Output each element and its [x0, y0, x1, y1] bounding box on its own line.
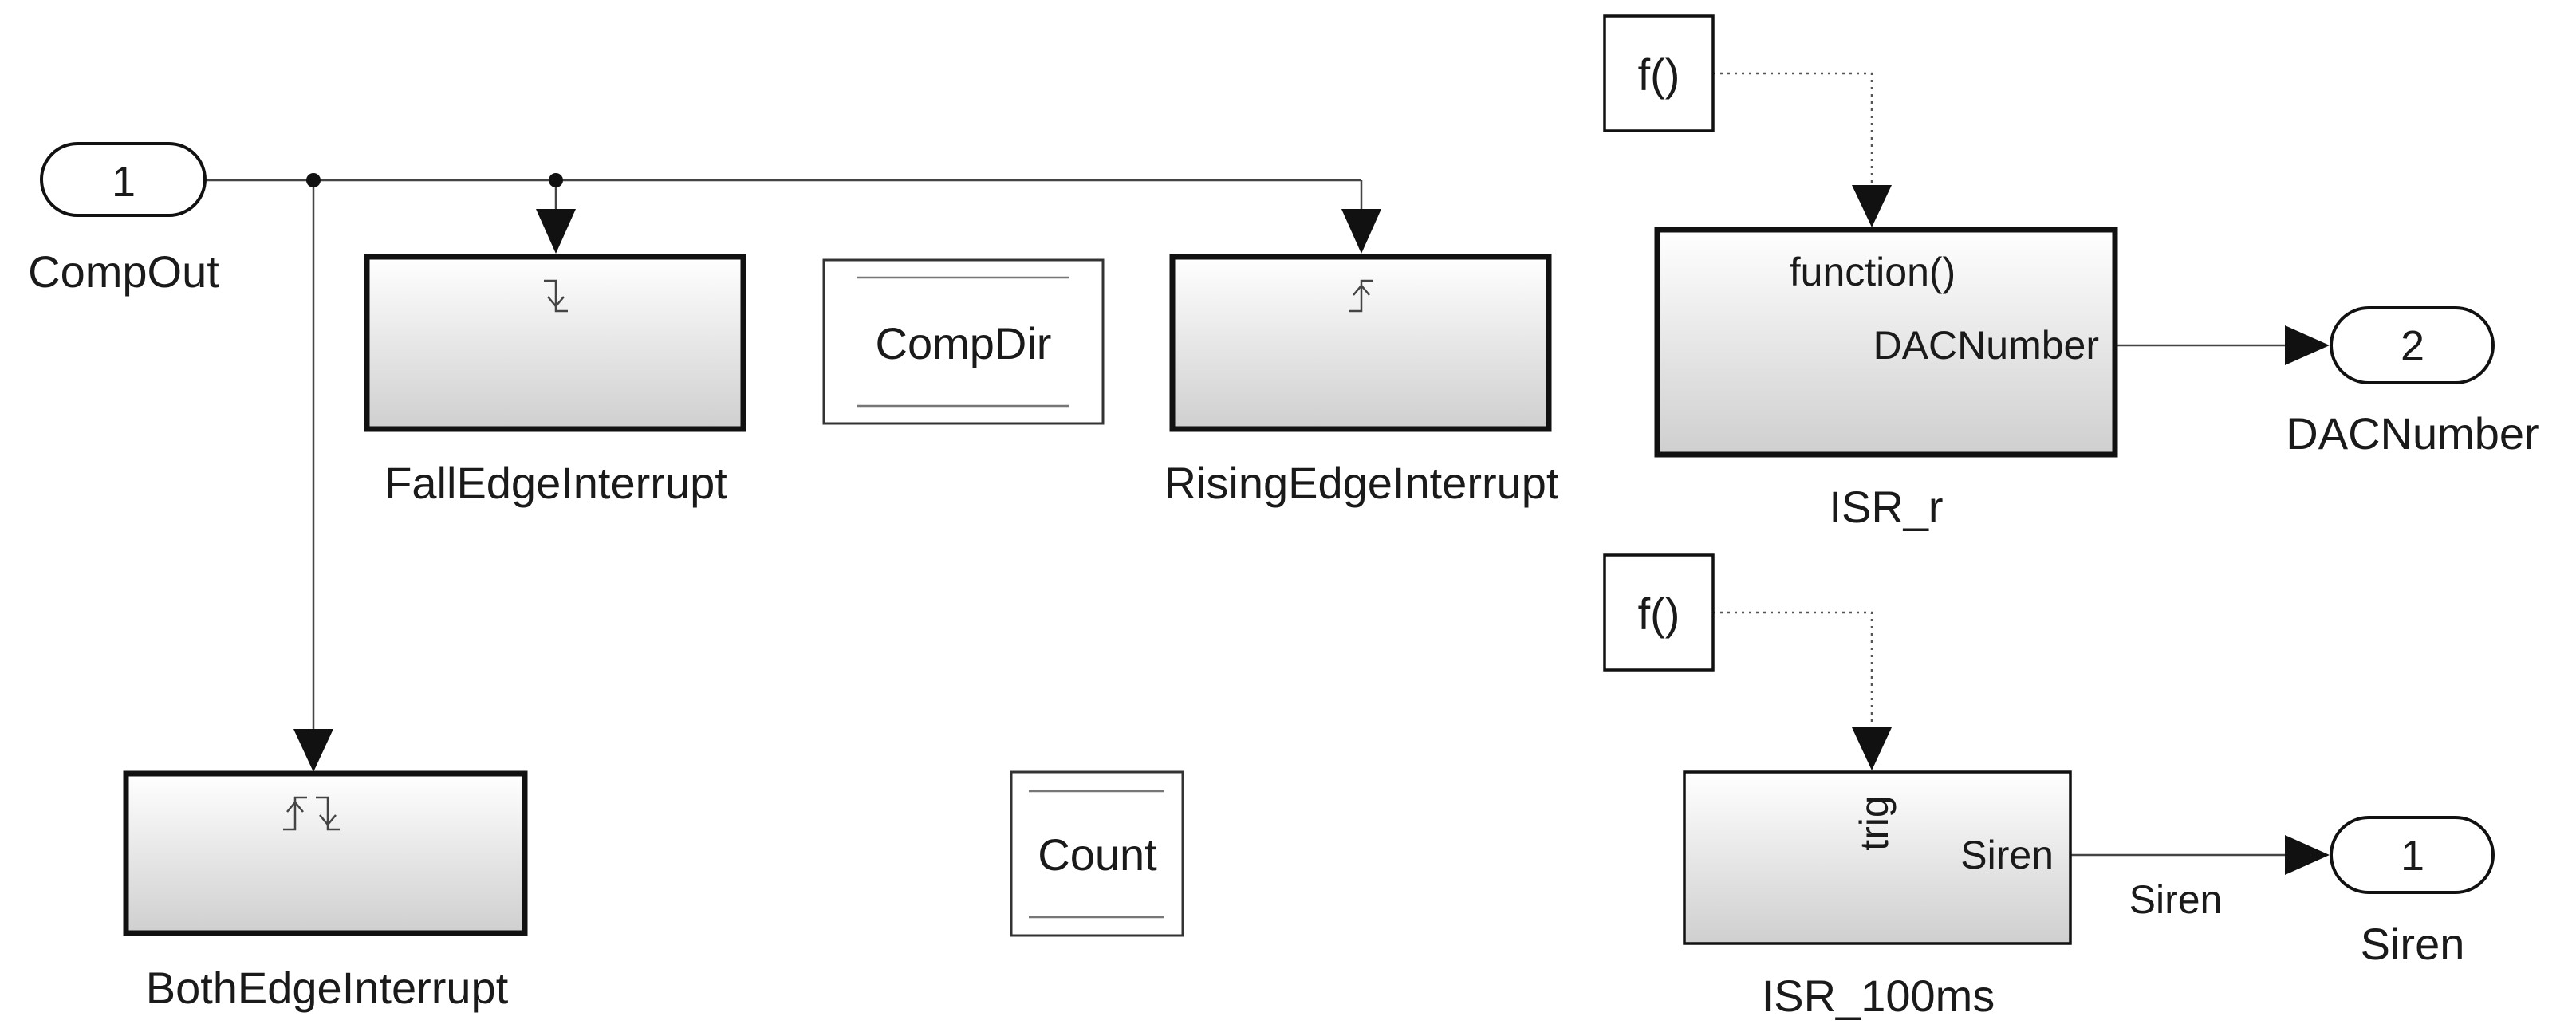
- fcall-100ms-wire[interactable]: [1713, 611, 1873, 727]
- inport-shape[interactable]: [40, 142, 207, 217]
- output-port-label: DACNumber: [1873, 323, 2099, 368]
- arrowheads: [293, 185, 2330, 875]
- block-label: RisingEdgeInterrupt: [1164, 458, 1559, 508]
- block-label: ISR_100ms: [1762, 971, 1995, 1021]
- datastore-body[interactable]: [1010, 770, 1184, 937]
- both-edge-icon: [283, 796, 340, 831]
- bothedge-block-body[interactable]: [123, 770, 528, 936]
- output-port-label: Siren: [1960, 833, 2054, 877]
- arrowhead-isr-r: [1852, 185, 1892, 227]
- outport-shape[interactable]: [2330, 306, 2495, 384]
- isr-100ms-block-body[interactable]: [1683, 770, 2072, 945]
- fcall-r-wire[interactable]: [1713, 72, 1873, 185]
- inport-number: 1: [112, 158, 136, 206]
- branch-points: [306, 173, 563, 187]
- outport-dacnumber[interactable]: 2 DACNumber: [2286, 306, 2539, 459]
- fcall-body[interactable]: [1603, 14, 1715, 132]
- isr-r-block-body[interactable]: [1654, 227, 2118, 458]
- fcall-body[interactable]: [1603, 553, 1715, 672]
- datastore-label: CompDir: [876, 318, 1052, 368]
- block-falledge-interrupt[interactable]: FallEdgeInterrupt: [364, 254, 746, 508]
- arrowhead-falledge: [536, 209, 576, 254]
- outport-shape[interactable]: [2330, 816, 2495, 894]
- block-isr-100ms[interactable]: trig Siren ISR_100ms: [1683, 770, 2072, 1021]
- arrowhead-dacnumber: [2285, 325, 2330, 365]
- arrowhead-siren: [2285, 835, 2330, 875]
- branch-dot: [549, 173, 563, 187]
- signal-lines: [206, 72, 2285, 857]
- fcall-label: f(): [1638, 49, 1680, 100]
- arrowhead-isr-100ms: [1852, 727, 1892, 770]
- inport-compout[interactable]: 1 CompOut: [28, 142, 219, 297]
- block-label: FallEdgeInterrupt: [384, 458, 727, 508]
- datastore-label: Count: [1038, 829, 1157, 880]
- trigger-port-label: function(): [1790, 250, 1956, 294]
- arrowhead-risingedge: [1341, 209, 1381, 254]
- fcall-generator-r[interactable]: f(): [1603, 14, 1715, 132]
- datastore-count[interactable]: Count: [1010, 770, 1184, 937]
- datastore-body[interactable]: [822, 258, 1105, 425]
- fcall-generator-100ms[interactable]: f(): [1603, 553, 1715, 672]
- outport-label: DACNumber: [2286, 408, 2539, 459]
- block-risingedge-interrupt[interactable]: RisingEdgeInterrupt: [1164, 254, 1559, 508]
- signal-label-siren: Siren: [2129, 877, 2223, 922]
- fcall-label: f(): [1638, 589, 1680, 639]
- block-label: ISR_r: [1829, 482, 1943, 532]
- block-bothedge-interrupt[interactable]: BothEdgeInterrupt: [123, 770, 528, 1013]
- branch-dot: [306, 173, 321, 187]
- inport-label: CompOut: [28, 246, 219, 297]
- falling-edge-icon: [544, 279, 568, 313]
- outport-number: 1: [2401, 832, 2424, 880]
- outport-siren[interactable]: 1 Siren: [2330, 816, 2495, 969]
- block-label: BothEdgeInterrupt: [146, 963, 509, 1013]
- block-isr-r[interactable]: function() DACNumber ISR_r: [1654, 227, 2118, 532]
- trigger-port-label: trig: [1852, 795, 1897, 850]
- rising-edge-icon: [1349, 279, 1373, 313]
- arrowhead-bothedge: [293, 729, 333, 772]
- outport-number: 2: [2401, 322, 2424, 370]
- datastore-compdir[interactable]: CompDir: [822, 258, 1105, 425]
- outport-label: Siren: [2361, 919, 2465, 969]
